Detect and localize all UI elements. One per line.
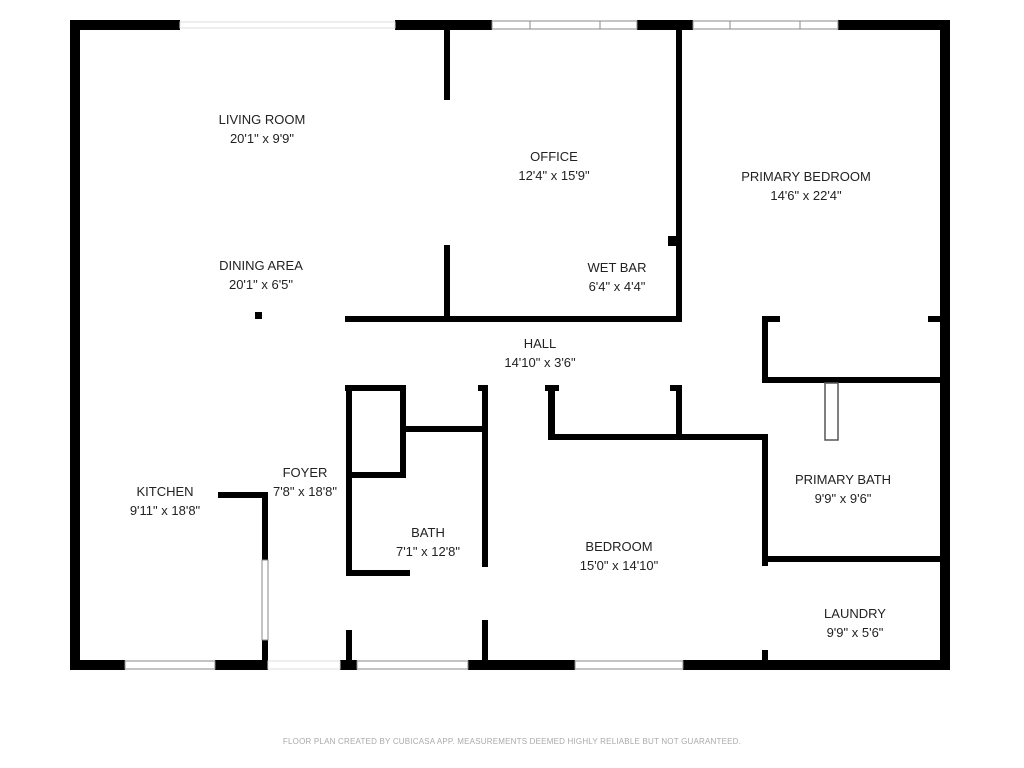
disclaimer-footer: FLOOR PLAN CREATED BY CUBICASA APP. MEAS… bbox=[282, 737, 742, 746]
windows bbox=[124, 20, 839, 670]
walls bbox=[70, 20, 950, 670]
vanity-fixture bbox=[824, 382, 839, 441]
